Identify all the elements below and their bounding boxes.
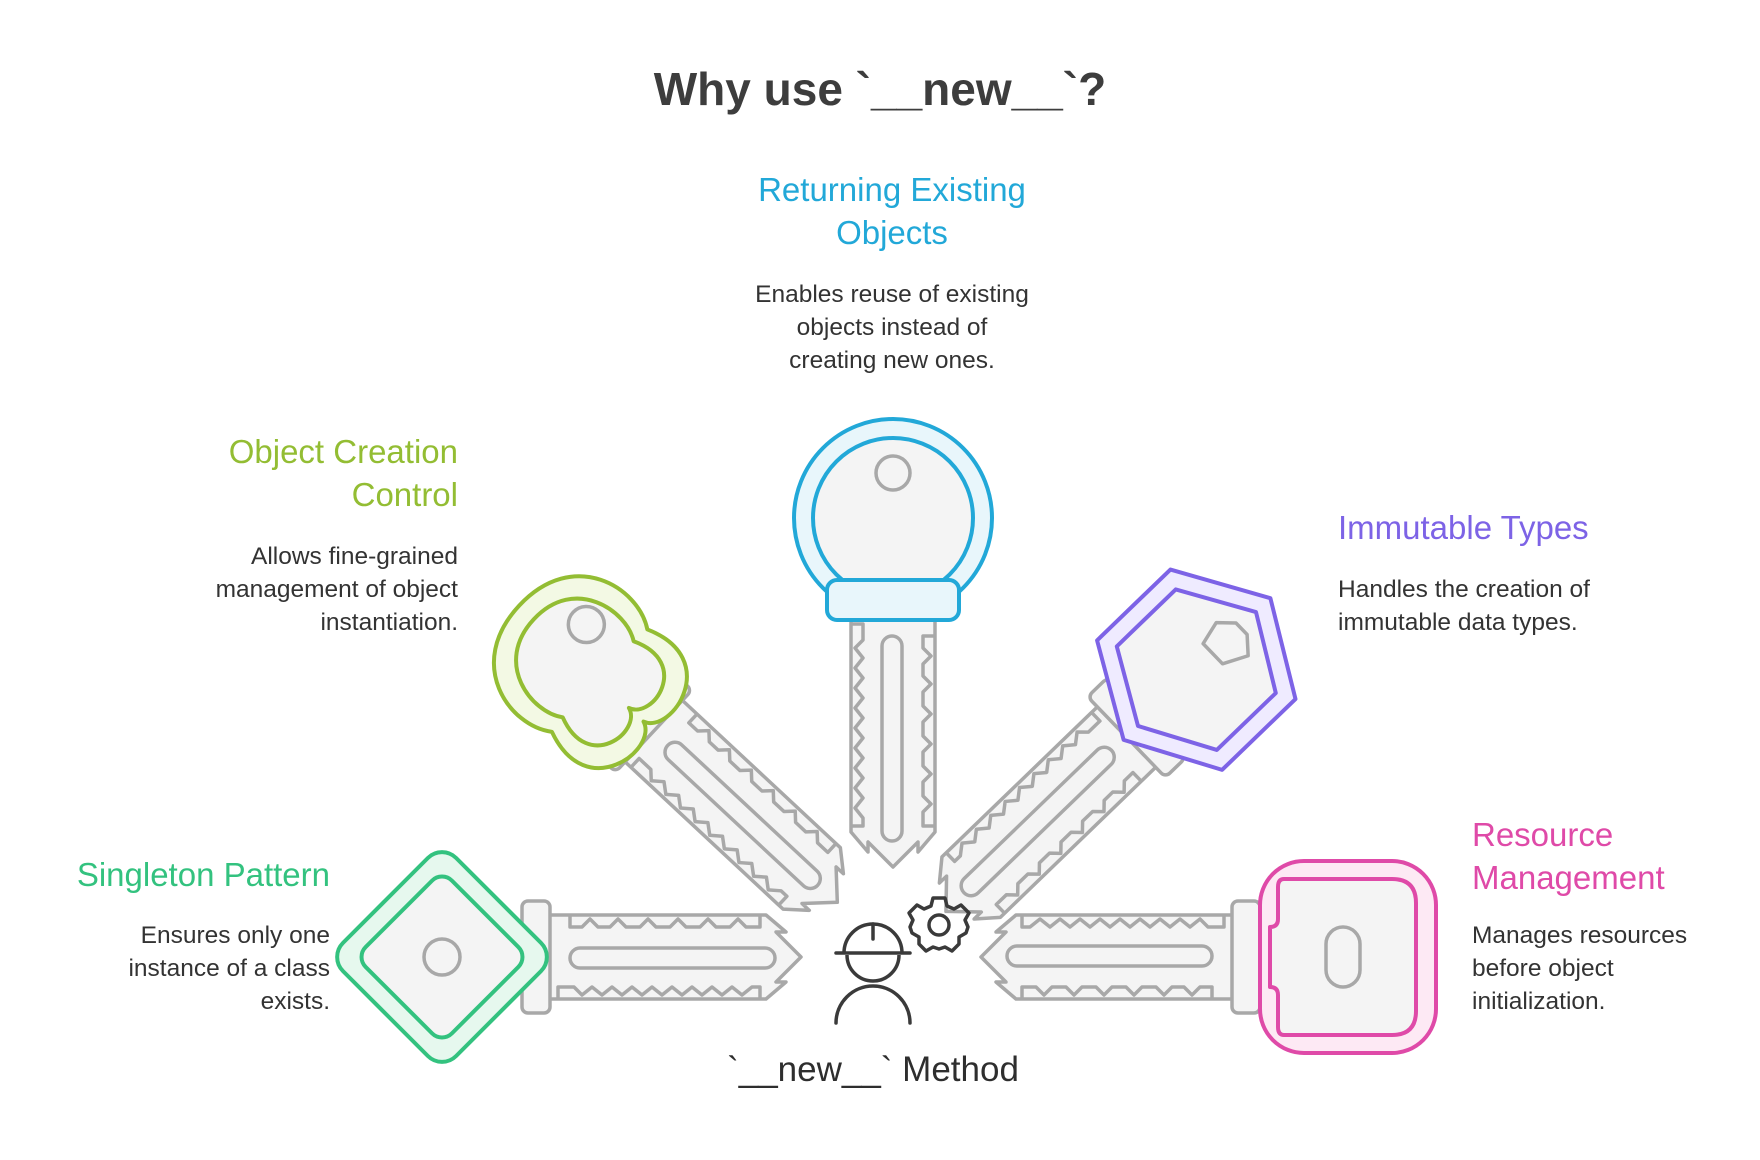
- heading-singleton-pattern: Singleton Pattern: [76, 856, 330, 893]
- description-resource-management: Manages resources before object initiali…: [1472, 922, 1688, 1015]
- hexagon-key-icon: [905, 567, 1298, 954]
- description-object-creation-control: Allows fine-grained management of object…: [215, 543, 458, 636]
- description-singleton-pattern: Ensures only one instance of a class exi…: [128, 922, 330, 1015]
- heading-resource-management: Resource Management: [1472, 816, 1665, 896]
- description-returning-existing-objects: Enables reuse of existing objects instea…: [755, 281, 1029, 374]
- page-title: Why use `__new__`?: [653, 63, 1107, 115]
- description-immutable-types: Handles the creation of immutable data t…: [1338, 576, 1590, 636]
- clover-key-icon: [491, 574, 878, 945]
- rounded-rectangle-key-icon: [979, 859, 1438, 1055]
- heading-immutable-types: Immutable Types: [1338, 509, 1589, 546]
- center-label: `__new__` Method: [727, 1050, 1019, 1089]
- heading-returning-existing-objects: Returning Existing Objects: [758, 171, 1026, 251]
- engineer-with-gear-icon: [834, 896, 971, 1025]
- round-key-icon: [792, 417, 994, 869]
- heading-object-creation-control: Object Creation Control: [228, 433, 458, 513]
- diamond-key-icon: [335, 850, 803, 1064]
